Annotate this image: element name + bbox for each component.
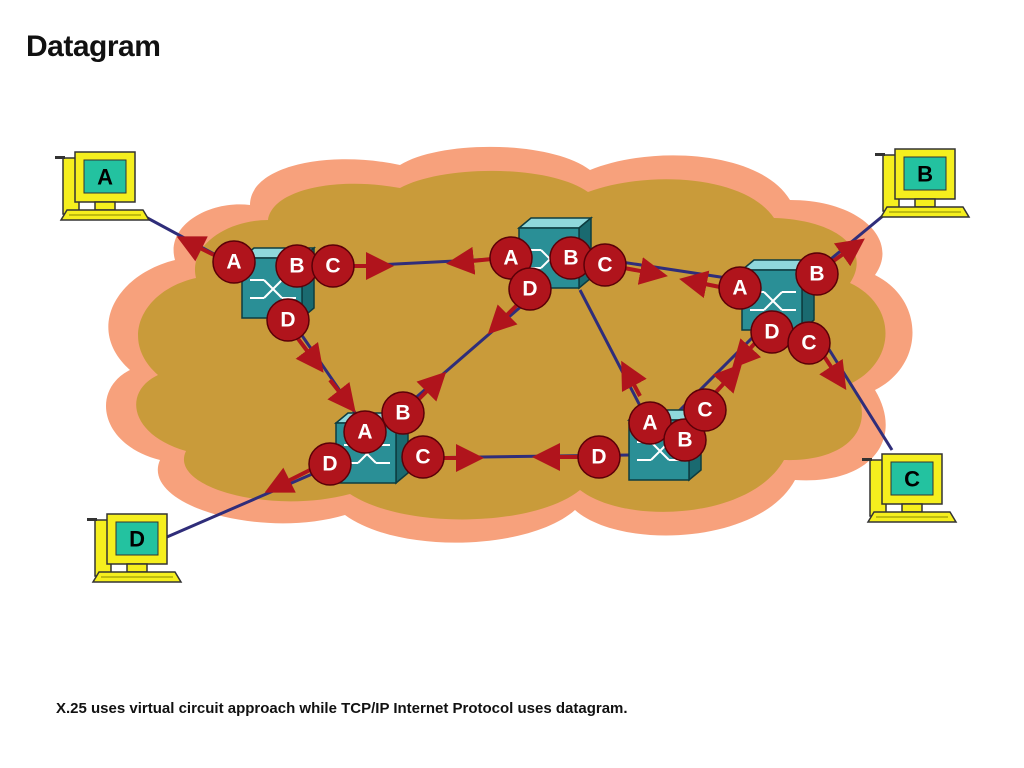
arrow-c-to-r3 <box>623 257 668 285</box>
packet-label: B <box>563 247 578 270</box>
packet-label: C <box>697 399 712 422</box>
link-r3-host-c <box>818 334 894 451</box>
slide-caption: X.25 uses virtual circuit approach while… <box>56 700 628 717</box>
packets: A B C D A B C D <box>212 236 839 486</box>
packet-label: B <box>677 429 692 452</box>
link-r4-host-d <box>159 460 341 542</box>
packet: B <box>381 391 425 435</box>
arrow-a-from-r2 <box>446 246 493 275</box>
packet-label: D <box>322 453 337 476</box>
packet-label: B <box>289 255 304 278</box>
packet: B <box>795 252 839 296</box>
arrow-b-to-r2 <box>416 371 447 402</box>
packet: D <box>508 267 552 311</box>
arrow-d-from-r2 <box>487 300 522 335</box>
packet-label: A <box>357 421 372 444</box>
packet: A <box>628 401 672 445</box>
arrow-d-to-host-d <box>264 467 311 493</box>
arrow-a-down-r4 <box>327 378 356 413</box>
packet: A <box>718 266 762 310</box>
hosts: A B C D <box>54 148 970 583</box>
packet-label: A <box>503 247 518 270</box>
packet-label: C <box>325 255 340 278</box>
arrow-b-to-host-b <box>830 238 865 267</box>
arrow-d-from-r3 <box>731 338 762 369</box>
packet: C <box>787 321 831 365</box>
arrow-b-to-r3 <box>712 363 743 394</box>
packet-label: D <box>591 446 606 469</box>
host-a-computer-icon: A <box>54 151 150 221</box>
host-c-computer-icon: C <box>861 453 957 523</box>
packet: A <box>343 410 387 454</box>
packet-label: A <box>642 412 657 435</box>
arrow-a-from-r3 <box>679 270 721 299</box>
packet-label: C <box>597 254 612 277</box>
packet: A <box>489 236 533 280</box>
packet-label: C <box>415 446 430 469</box>
host-b-computer-icon: B <box>874 148 970 218</box>
host-label: C <box>904 467 920 492</box>
packet: C <box>401 435 445 479</box>
packet-label: B <box>395 402 410 425</box>
packet: A <box>212 240 256 284</box>
link-r2-r5 <box>578 289 652 426</box>
packet: D <box>308 442 352 486</box>
packet-label: C <box>801 332 816 355</box>
datagram-network-diagram: A B C D A B C D <box>54 146 970 583</box>
host-d-computer-icon: D <box>86 513 182 583</box>
host-label: D <box>129 527 145 552</box>
packet: D <box>750 310 794 354</box>
packet: C <box>311 244 355 288</box>
packet: D <box>266 298 310 342</box>
packet-label: B <box>809 263 824 286</box>
packet: C <box>583 243 627 287</box>
host-label: A <box>97 165 113 190</box>
packet-label: D <box>764 321 779 344</box>
packet-label: D <box>280 309 295 332</box>
packet-label: D <box>522 278 537 301</box>
slide-title: Datagram <box>26 30 161 63</box>
packet-label: A <box>732 277 747 300</box>
arrow-a-toward-r2 <box>621 360 647 397</box>
packet-label: A <box>226 251 241 274</box>
arrow-d-down-r1 <box>294 334 324 373</box>
packet: C <box>683 388 727 432</box>
packet: B <box>549 236 593 280</box>
host-label: B <box>917 162 933 187</box>
packet: D <box>577 435 621 479</box>
